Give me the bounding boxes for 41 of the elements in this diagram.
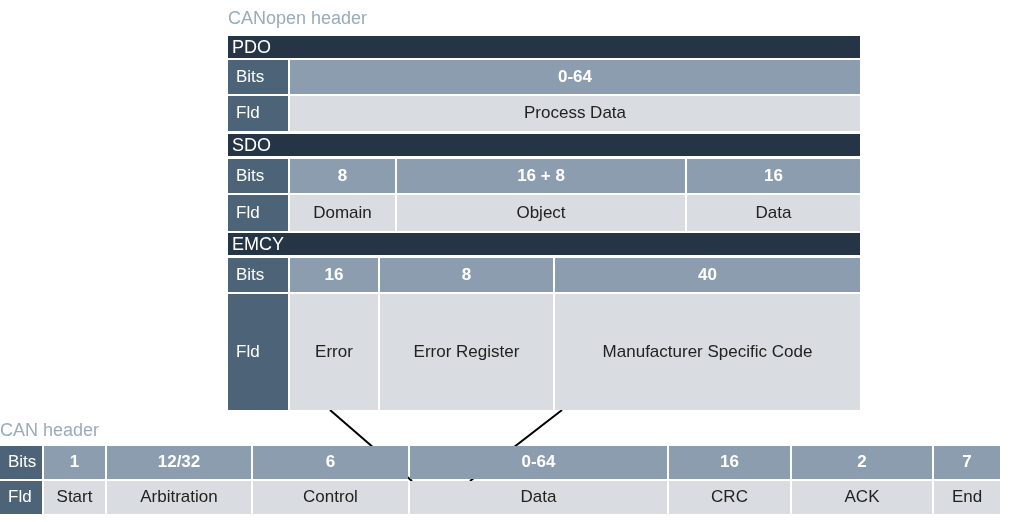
- bit-width-cell: 2: [792, 446, 932, 479]
- row-header-cell: Fld: [228, 195, 288, 231]
- field-name-cell: Data: [410, 481, 667, 514]
- field-name-cell: Error Register: [380, 294, 553, 410]
- field-name-cell: Data: [687, 195, 860, 231]
- row-header-cell: Bits: [228, 159, 288, 193]
- row-header-cell: Fld: [0, 481, 42, 514]
- bit-width-cell: 0-64: [290, 60, 860, 94]
- field-name-cell: ACK: [792, 481, 932, 514]
- bit-width-cell: 16: [687, 159, 860, 193]
- section-header: PDO: [228, 36, 860, 58]
- table-title: CANopen header: [228, 8, 369, 30]
- row-header-cell: Bits: [0, 446, 42, 479]
- section-header: EMCY: [228, 233, 860, 255]
- bit-width-cell: 40: [555, 258, 860, 292]
- field-name-cell: Error: [290, 294, 378, 410]
- field-name-cell: Arbitration: [107, 481, 251, 514]
- field-name-cell: End: [934, 481, 1000, 514]
- field-name-cell: Domain: [290, 195, 395, 231]
- bit-width-cell: 16: [669, 446, 790, 479]
- field-name-cell: Process Data: [290, 96, 860, 131]
- field-name-cell: Control: [253, 481, 408, 514]
- field-name-cell: Manufacturer Specific Code: [555, 294, 860, 410]
- bit-width-cell: 0-64: [410, 446, 667, 479]
- section-header: SDO: [228, 134, 860, 156]
- bit-width-cell: 16 + 8: [397, 159, 685, 193]
- row-header-cell: Bits: [228, 60, 288, 94]
- row-header-cell: Bits: [228, 258, 288, 292]
- bit-width-cell: 8: [380, 258, 553, 292]
- bit-width-cell: 12/32: [107, 446, 251, 479]
- field-name-cell: Start: [44, 481, 105, 514]
- bit-width-cell: 1: [44, 446, 105, 479]
- row-header-cell: Fld: [228, 96, 288, 131]
- table-title: CAN header: [0, 420, 101, 442]
- bit-width-cell: 7: [934, 446, 1000, 479]
- row-header-cell: Fld: [228, 294, 288, 410]
- field-name-cell: CRC: [669, 481, 790, 514]
- bit-width-cell: 16: [290, 258, 378, 292]
- bit-width-cell: 8: [290, 159, 395, 193]
- bit-width-cell: 6: [253, 446, 408, 479]
- field-name-cell: Object: [397, 195, 685, 231]
